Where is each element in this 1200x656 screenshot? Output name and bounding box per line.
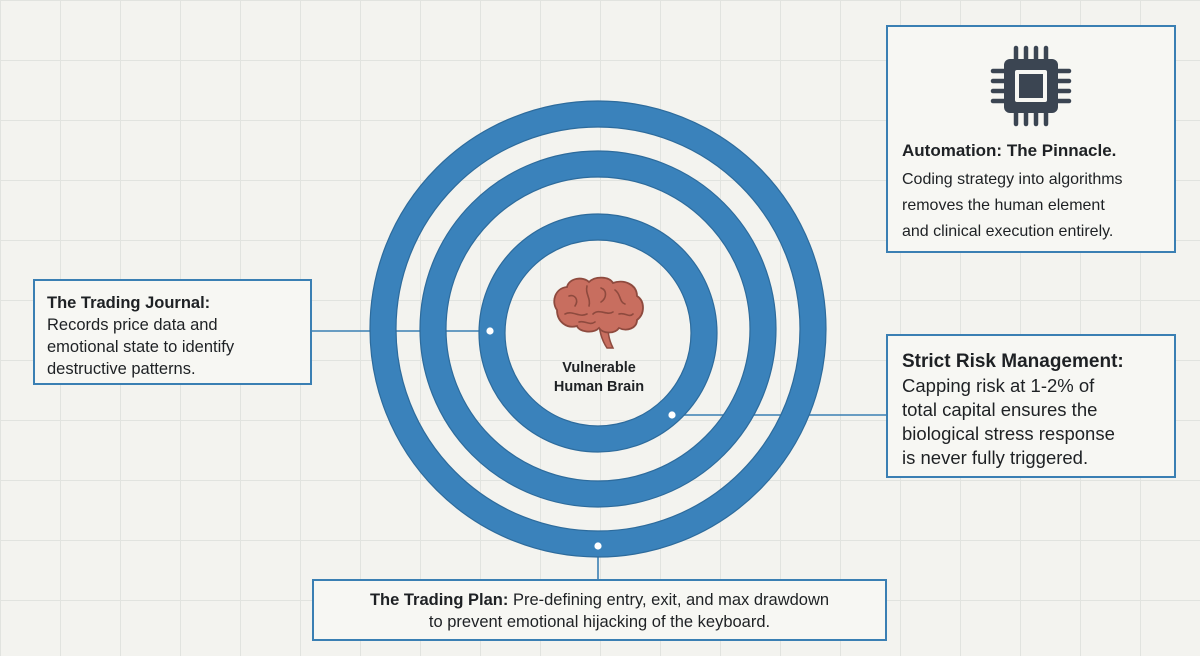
card-journal-title: The Trading Journal: [47,294,211,312]
card-risk-line: Capping risk at 1-2% of [902,375,1095,396]
card-plan-body: Pre-defining entry, exit, and max drawdo… [508,591,830,609]
card-automation: Automation: The Pinnacle. Coding strateg… [886,25,1176,253]
brain-folds [564,285,634,325]
card-trading-journal: The Trading Journal: Records price data … [33,279,312,385]
dot-plan [594,542,602,550]
card-journal-body: Records price data and emotional state t… [47,314,298,380]
middle-ring-plan [420,151,776,507]
card-automation-line: Coding strategy into algorithms [902,171,1123,188]
card-automation-body: Coding strategy into algorithms removes … [902,167,1160,245]
core-label-line2: Human Brain [553,379,645,395]
card-journal-line: destructive patterns. [47,360,196,378]
brain-shape [553,276,644,334]
card-risk-title: Strict Risk Management: [902,351,1124,372]
card-journal-line: emotional state to identify [47,338,235,356]
card-automation-line: removes the human element [902,197,1105,214]
core-label: Vulnerable Human Brain [520,359,678,397]
card-risk-line: biological stress response [902,423,1115,444]
card-risk-management: Strict Risk Management: Capping risk at … [886,334,1176,478]
card-automation-line: and clinical execution entirely. [902,223,1114,240]
card-trading-plan: The Trading Plan: Pre-defining entry, ex… [312,579,887,641]
card-plan-title: The Trading Plan: [369,591,509,609]
card-risk-line: is never fully triggered. [902,447,1089,468]
card-risk-body: Capping risk at 1-2% of total capital en… [902,374,1160,470]
card-plan-line2: to prevent emotional hijacking of the ke… [428,613,771,631]
dot-risk [668,411,676,419]
cpu-chip-icon [990,45,1072,127]
connector-dots [486,327,676,550]
brain-icon [553,276,644,349]
ring-outlines [369,100,827,558]
card-plan-line1: The Trading Plan: Pre-defining entry, ex… [324,589,875,611]
card-automation-title: Automation: The Pinnacle. [902,141,1117,160]
dot-journal [486,327,494,335]
card-journal-line: Records price data and [47,316,218,334]
card-risk-line: total capital ensures the [902,399,1098,420]
core-label-line1: Vulnerable [562,360,636,376]
